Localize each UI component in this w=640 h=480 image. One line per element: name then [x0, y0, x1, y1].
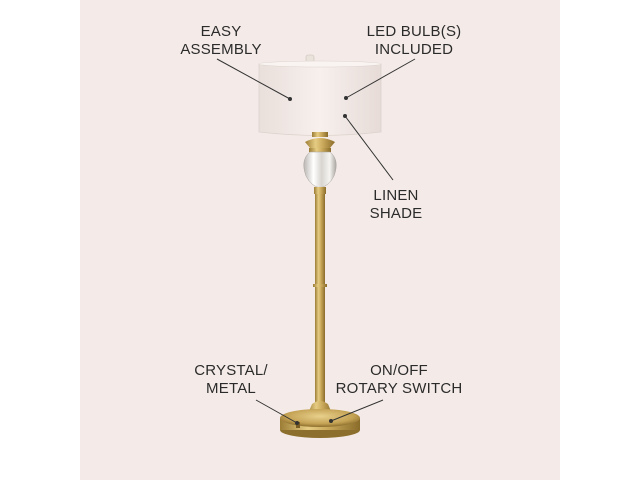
callout-text: ROTARY SWITCH [335, 380, 463, 397]
rotary-switch-knob [296, 422, 300, 428]
callout-dots [288, 96, 348, 425]
lamp-pole [313, 194, 327, 404]
lamp-base [280, 401, 360, 438]
callout-text: LINEN [373, 187, 419, 204]
lamp-shade [258, 60, 382, 136]
callout-text: METAL [206, 380, 256, 397]
callout-text: CRYSTAL/ [194, 362, 268, 379]
callout-text: INCLUDED [374, 41, 454, 58]
callout-text: SHADE [369, 205, 423, 222]
callout-crystal-metal: CRYSTAL/ METAL [176, 362, 286, 398]
callout-linen-shade: LINEN SHADE [352, 187, 440, 223]
callout-easy-assembly: EASY ASSEMBLY [178, 23, 264, 59]
crystal-body [303, 132, 337, 194]
callout-rotary-switch: ON/OFF ROTARY SWITCH [333, 362, 465, 398]
callout-text: ASSEMBLY [180, 41, 262, 58]
callout-text: ON/OFF [370, 362, 428, 379]
callout-text: LED BULB(S) [366, 23, 462, 40]
callout-lines [216, 58, 416, 424]
callout-led-bulbs: LED BULB(S) INCLUDED [346, 23, 482, 59]
callout-text: EASY [200, 23, 242, 40]
